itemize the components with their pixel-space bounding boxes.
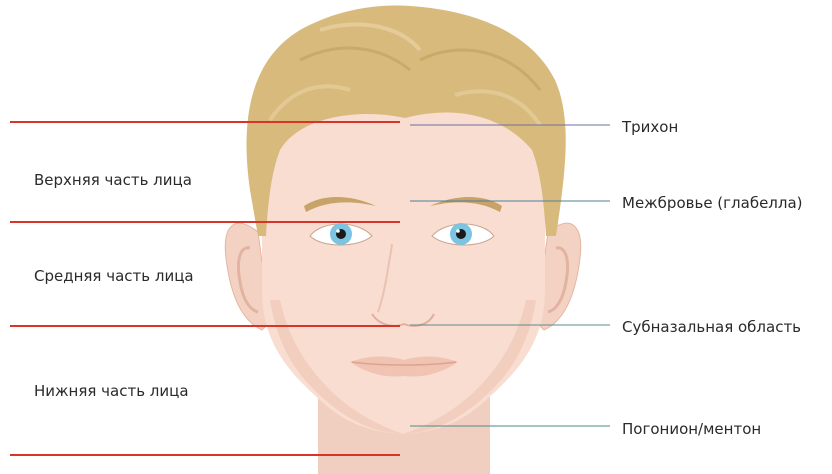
upper-face-label: Верхняя часть лица (34, 171, 192, 189)
left-eye-highlight (336, 229, 340, 233)
menton-label: Погонион/ментон (622, 420, 761, 438)
lower-face-label: Нижняя часть лица (34, 382, 189, 400)
face-skin (262, 80, 545, 434)
subnasale-label: Субназальная область (622, 318, 801, 336)
right-eye-highlight (456, 229, 460, 233)
glabella-label: Межбровье (глабелла) (622, 194, 803, 212)
middle-face-label: Средняя часть лица (34, 267, 194, 285)
trichion-label: Трихон (622, 118, 678, 136)
